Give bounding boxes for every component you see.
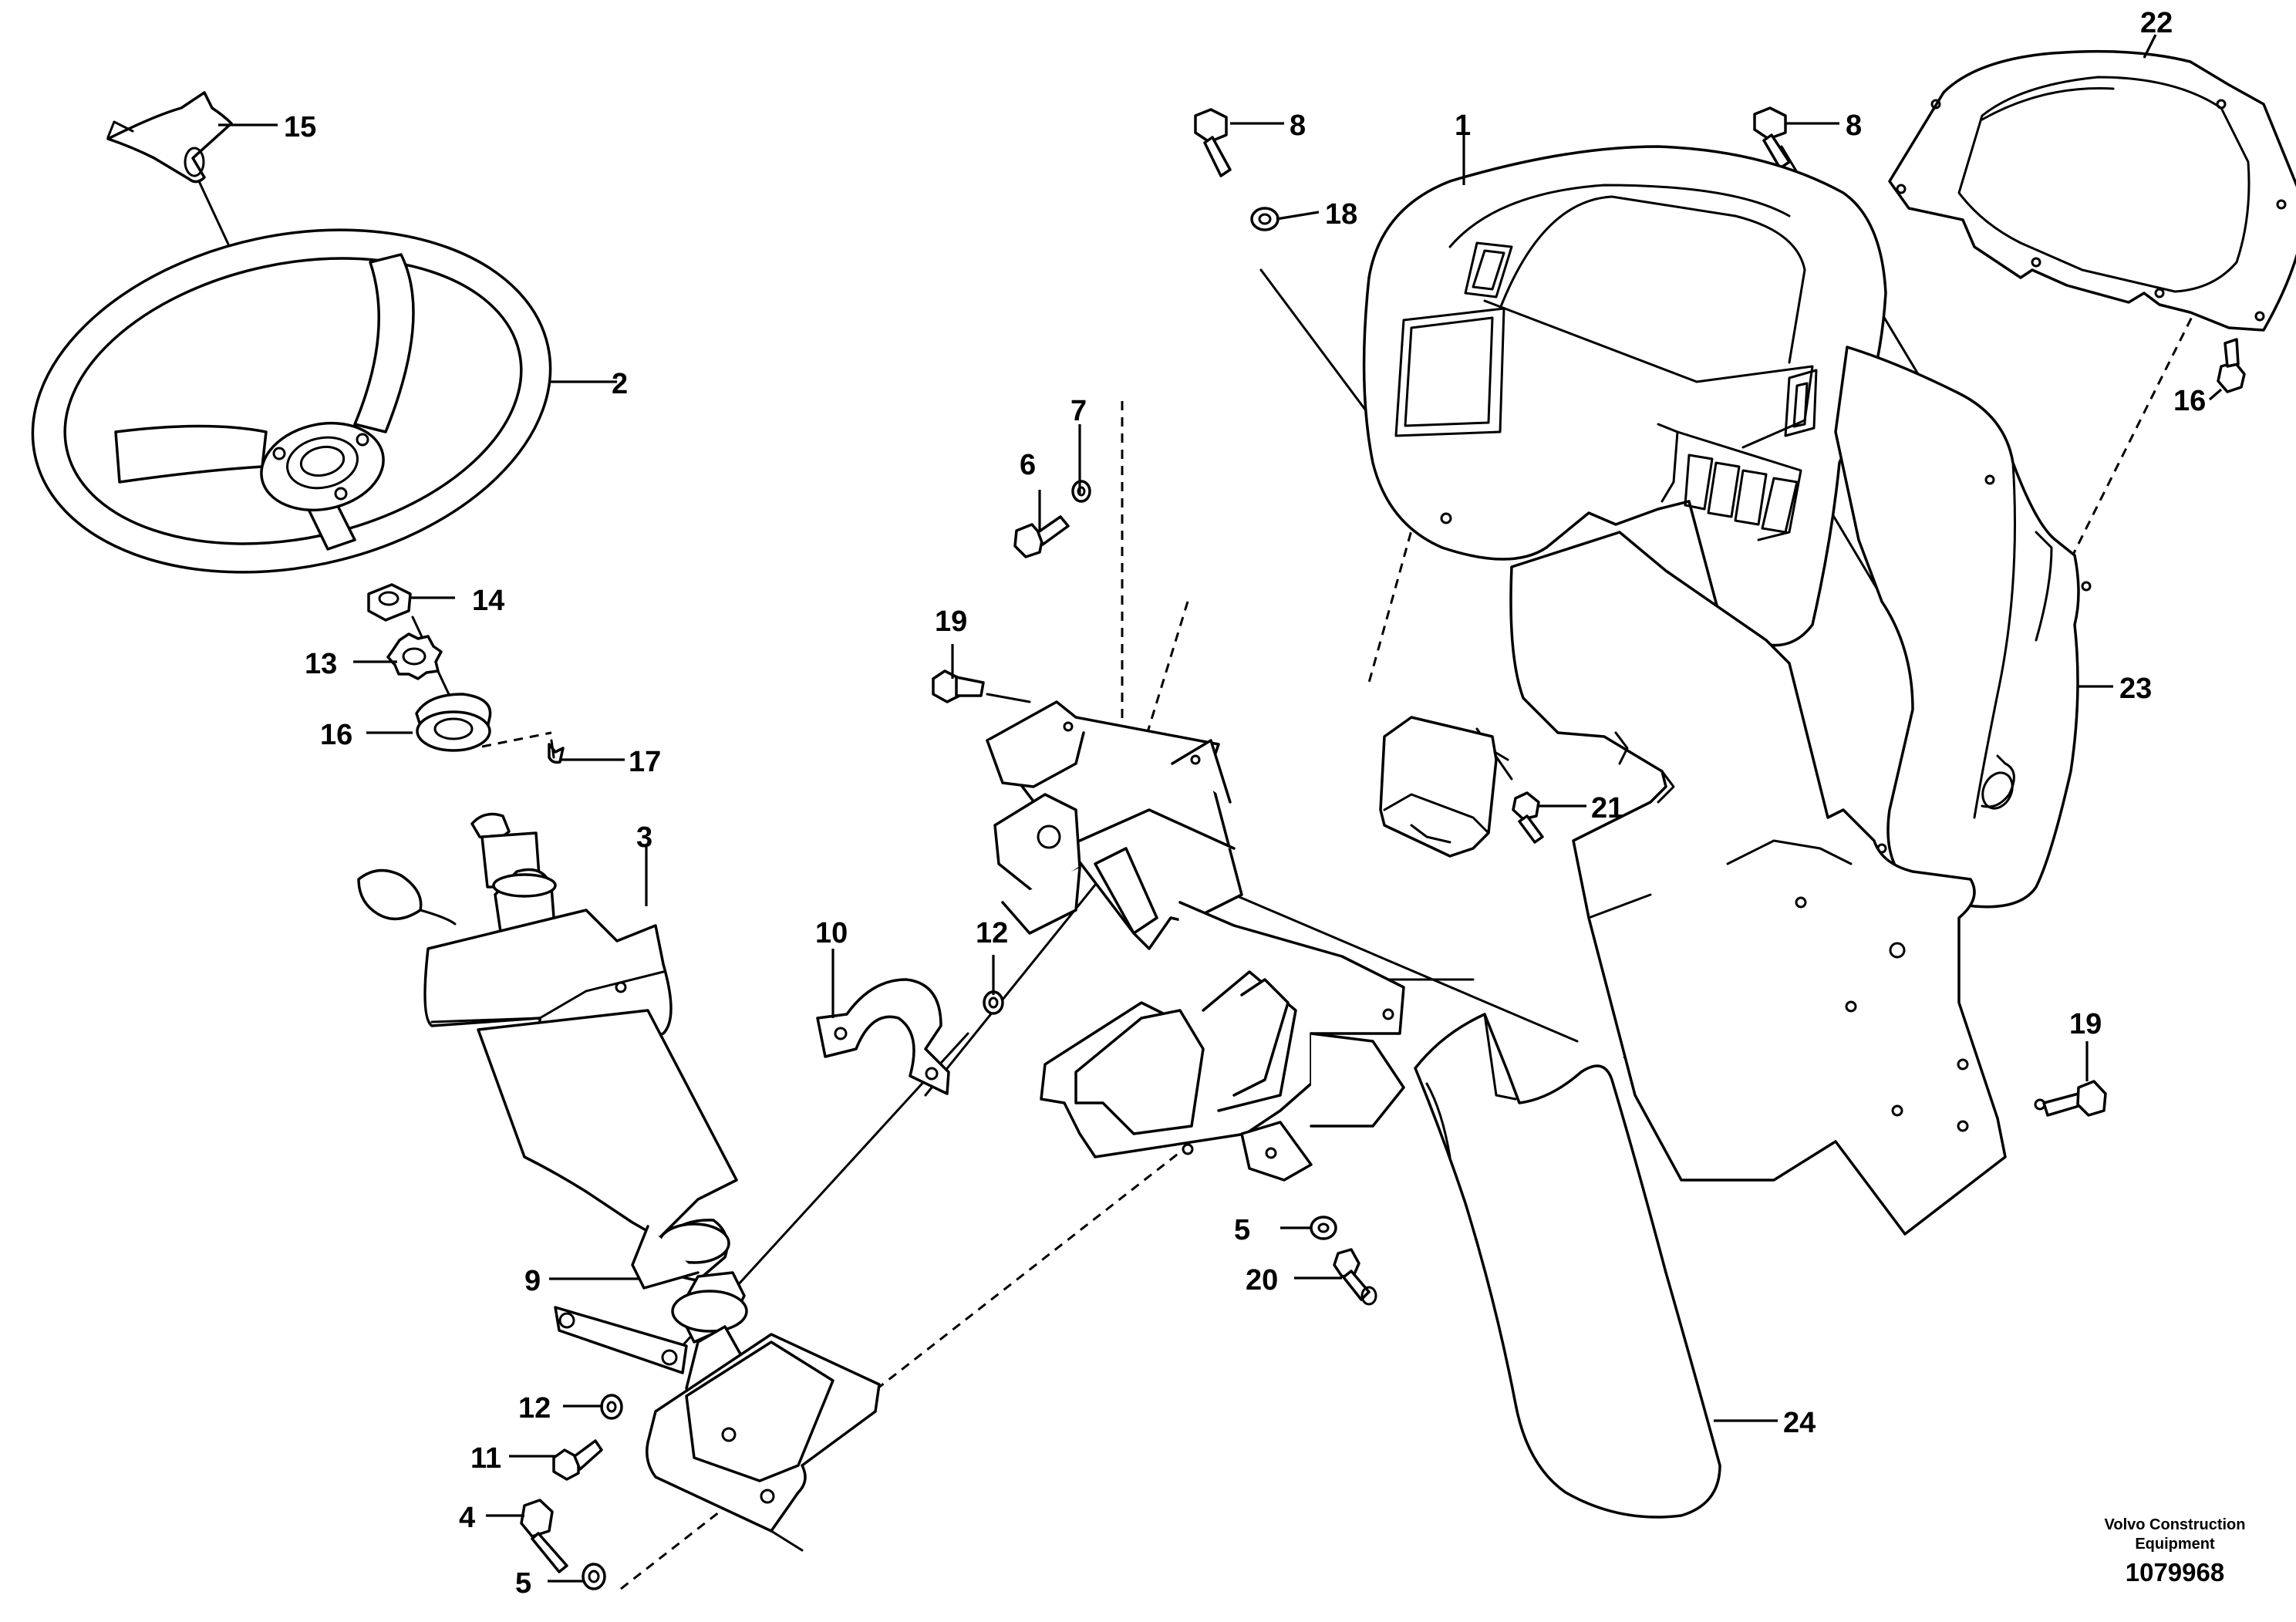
callout-15: 15 <box>284 111 316 143</box>
callout-1: 1 <box>1455 110 1471 142</box>
credit-line-1: Volvo Construction <box>2105 1516 2246 1533</box>
bolt-part-11 <box>552 1439 603 1481</box>
callout-8-right: 8 <box>1846 110 1862 142</box>
screw-part-6 <box>1013 515 1070 558</box>
callout-23: 23 <box>2119 673 2152 705</box>
nut-part-14 <box>367 583 412 622</box>
steering-wheel-part-2 <box>31 228 552 574</box>
callout-12-lower: 12 <box>518 1392 551 1425</box>
screw-part-21 <box>1512 791 1544 844</box>
bolt-part-16-right <box>2217 338 2246 393</box>
drawing-credit: Volvo Construction Equipment 1079968 <box>2105 1516 2246 1587</box>
bolt-part-20 <box>1333 1248 1377 1306</box>
callout-24: 24 <box>1783 1407 1816 1439</box>
washer-part-5-lower <box>582 1563 606 1590</box>
instrument-frame-part-22 <box>1888 49 2296 332</box>
callout-10: 10 <box>815 917 848 949</box>
callout-leader-lines <box>218 34 2223 1583</box>
washer-part-7 <box>1071 480 1091 503</box>
side-panel-part-23 <box>1834 346 2092 909</box>
callout-13: 13 <box>305 648 337 680</box>
callout-18: 18 <box>1325 198 1357 231</box>
bolt-part-4 <box>520 1499 568 1573</box>
callout-12-upper: 12 <box>976 917 1008 949</box>
callout-7: 7 <box>1070 395 1087 427</box>
callout-2: 2 <box>612 368 628 400</box>
bracket-part-10 <box>816 978 950 1095</box>
callout-5-mid: 5 <box>1234 1214 1250 1246</box>
callout-22: 22 <box>2140 7 2173 39</box>
center-cap-part-15 <box>106 91 233 184</box>
callout-9: 9 <box>524 1265 541 1297</box>
callout-numbers: 15 2 14 13 16 17 3 7 6 19 10 12 9 12 11 … <box>284 7 2206 1600</box>
callout-8-left: 8 <box>1290 110 1306 142</box>
pedal-bracket-assembly <box>986 700 1405 1182</box>
lower-boot-part-24 <box>1414 1013 1721 1519</box>
screw-part-8-left <box>1194 108 1232 177</box>
bolt-part-19-upper <box>932 669 985 703</box>
callout-14: 14 <box>472 585 504 617</box>
washer-part-12-upper <box>983 990 1004 1015</box>
callout-16-left: 16 <box>320 719 352 751</box>
lower-trim-panel <box>1509 531 2007 1236</box>
screw-part-17 <box>548 739 565 764</box>
bolt-part-19-right <box>2034 1080 2107 1117</box>
callout-16-right: 16 <box>2173 385 2206 417</box>
document-number: 1079968 <box>2126 1558 2224 1587</box>
callout-4: 4 <box>459 1502 475 1534</box>
callout-17: 17 <box>629 746 661 778</box>
callout-11: 11 <box>470 1442 501 1475</box>
lock-washer-part-13 <box>386 632 443 680</box>
callout-21: 21 <box>1591 792 1623 824</box>
callout-19-right: 19 <box>2069 1008 2102 1040</box>
washer-part-18 <box>1250 207 1279 231</box>
steering-column-part-3 <box>357 812 881 1552</box>
switch-module-part-21 <box>1379 716 1509 858</box>
callout-6: 6 <box>1020 449 1036 481</box>
callout-20: 20 <box>1246 1264 1278 1297</box>
callout-3: 3 <box>636 821 652 854</box>
callout-19-upper: 19 <box>935 605 967 638</box>
credit-line-2: Equipment <box>2135 1536 2215 1553</box>
dash-panel-part-1 <box>1362 145 1887 647</box>
callout-5-lower: 5 <box>515 1567 531 1600</box>
washer-part-5-mid <box>1310 1216 1337 1240</box>
washer-part-12-lower <box>600 1394 623 1420</box>
collar-part-16 <box>415 693 492 752</box>
